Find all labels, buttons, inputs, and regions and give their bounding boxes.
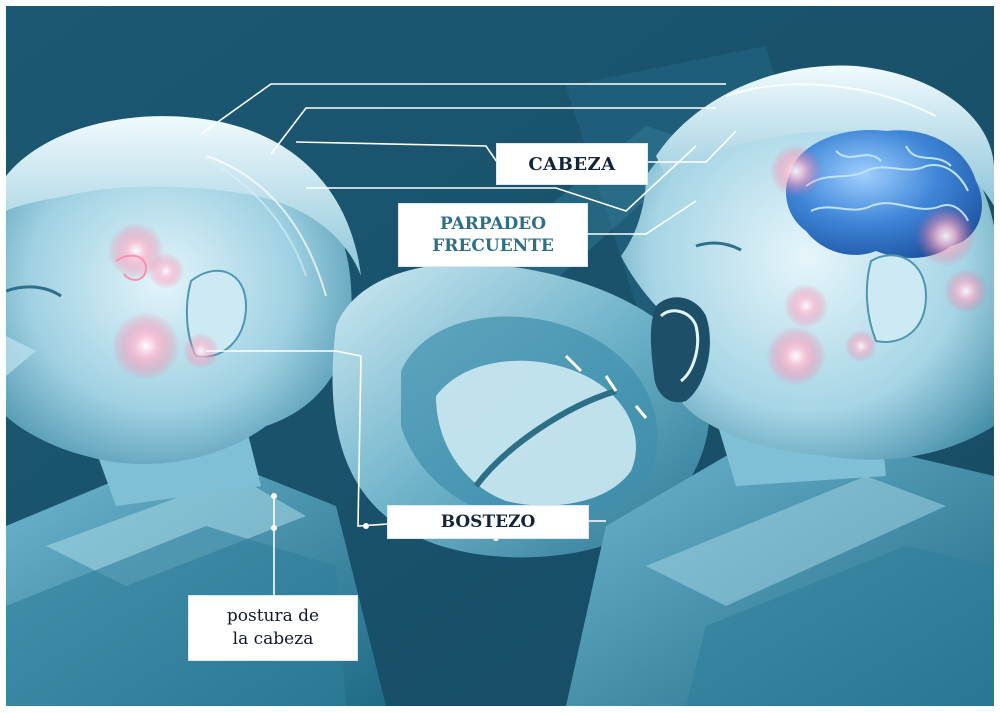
illustration: CABEZA PARPADEO FRECUENTE BOSTEZO postur… (6, 6, 994, 706)
label-postura-line1: postura de (227, 605, 319, 628)
label-postura-de-la-cabeza: postura de la cabeza (189, 596, 357, 660)
label-parpadeo-frecuente: PARPADEO FRECUENTE (399, 204, 587, 266)
label-parpadeo-line1: PARPADEO (440, 213, 546, 235)
label-cabeza: CABEZA (497, 144, 647, 184)
label-bostezo: BOSTEZO (388, 506, 588, 538)
drowsiness-illustration (6, 6, 994, 706)
label-postura-line2: la cabeza (233, 628, 314, 651)
label-parpadeo-line2: FRECUENTE (432, 235, 554, 257)
